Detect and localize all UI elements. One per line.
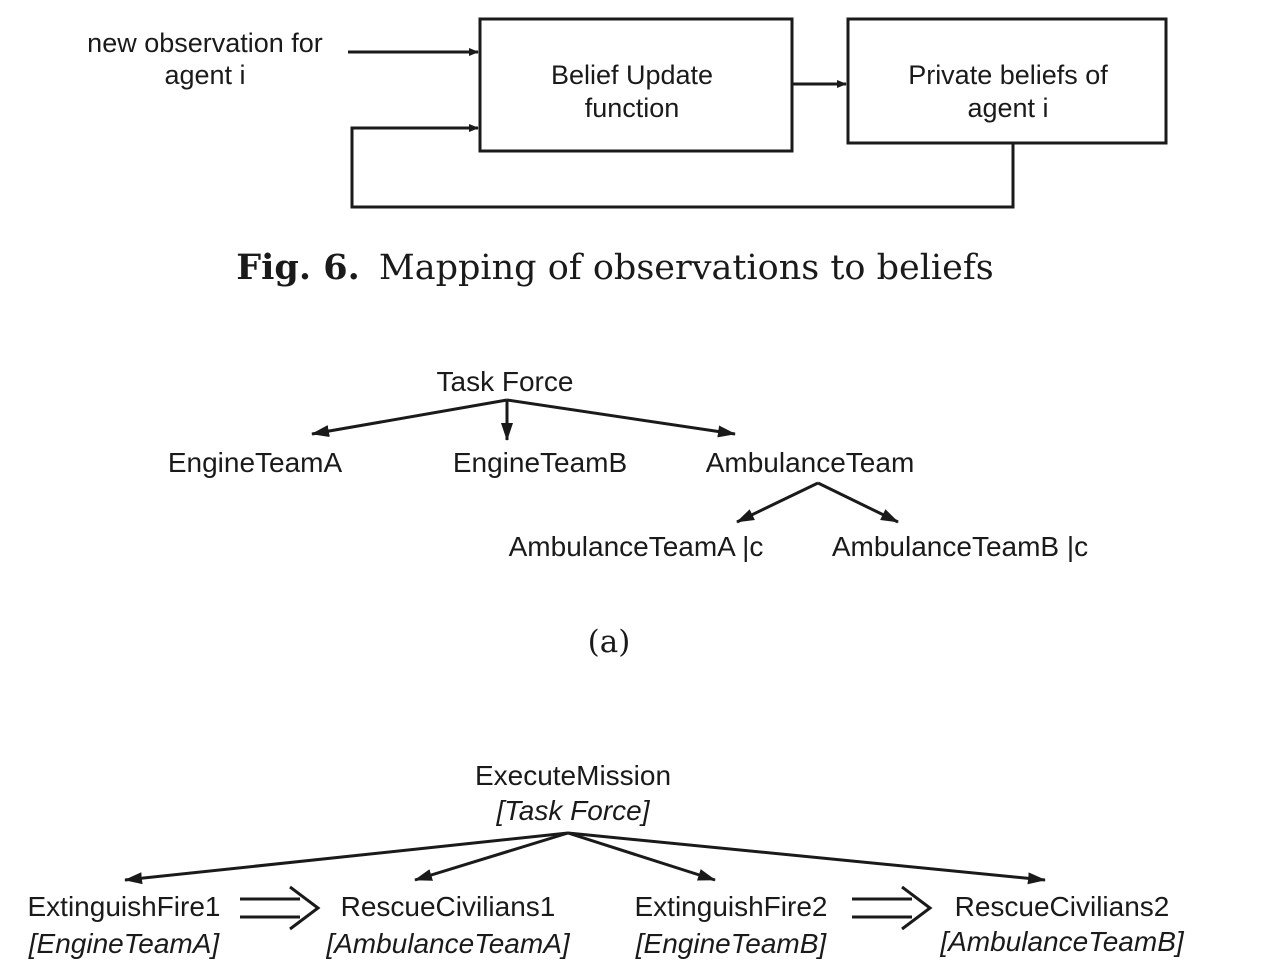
private-beliefs-label-line2: agent i: [967, 93, 1048, 123]
plan-node-extinguish-fire2: ExtinguishFire2: [635, 891, 828, 922]
edge-mission-rescue2: [567, 831, 1046, 885]
plan-root-name: ExecuteMission: [475, 760, 671, 791]
input-label-line1: new observation for: [87, 28, 323, 58]
edge-root-engine-a: [311, 398, 508, 437]
plan-node-rescue-civilians2-team: [AmbulanceTeamB]: [939, 926, 1185, 957]
org-root-task-force: Task Force: [437, 366, 574, 397]
plan-node-rescue-civilians1-team: [AmbulanceTeamA]: [325, 928, 571, 959]
fig6-caption: Fig. 6. Mapping of observations to belie…: [236, 247, 993, 288]
org-node-ambulance-team-b: AmbulanceTeamB |c: [832, 531, 1088, 562]
plan-node-extinguish-fire1: ExtinguishFire1: [28, 891, 221, 922]
caption-text: Mapping of observations to beliefs: [379, 248, 994, 288]
org-node-engine-team-a: EngineTeamA: [168, 447, 343, 478]
edge-mission-extinguish2: [567, 831, 716, 882]
plan-node-rescue-civilians1: RescueCivilians1: [341, 891, 556, 922]
input-label-line2: agent i: [164, 60, 245, 90]
fig6-diagram: new observation for agent i Belief Updat…: [87, 17, 1168, 288]
org-node-engine-team-b: EngineTeamB: [453, 447, 627, 478]
edge-mission-extinguish1: [124, 831, 569, 885]
belief-update-label-line2: function: [585, 93, 680, 123]
private-beliefs-label-line1: Private beliefs of: [908, 60, 1108, 90]
plan-node-extinguish-fire2-team: [EngineTeamB]: [635, 928, 828, 959]
plan-tree: ExecuteMission [Task Force] ExtinguishFi…: [28, 760, 1185, 959]
org-node-ambulance-team-a: AmbulanceTeamA |c: [509, 531, 764, 562]
org-tree: Task Force EngineTeamA EngineTeamB Ambul…: [168, 366, 1088, 660]
edge-ambulance-a: [736, 481, 819, 524]
plan-node-rescue-civilians2: RescueCivilians2: [955, 891, 1170, 922]
precedence-arrow-1: [240, 885, 321, 931]
plan-node-extinguish-fire1-team: [EngineTeamA]: [28, 928, 221, 959]
subfigure-label-a: (a): [588, 624, 631, 660]
org-node-ambulance-team: AmbulanceTeam: [706, 447, 915, 478]
edge-root-ambulance: [506, 398, 736, 438]
private-beliefs-box: [846, 17, 1168, 145]
precedence-arrow-2: [852, 885, 933, 931]
edge-mission-rescue1: [414, 831, 569, 882]
edge-ambulance-b: [817, 481, 899, 524]
feedback-loop-arrow: [350, 124, 1015, 209]
belief-update-label-line1: Belief Update: [551, 60, 713, 90]
plan-root-team: [Task Force]: [495, 795, 650, 826]
caption-label: Fig. 6.: [236, 247, 360, 288]
